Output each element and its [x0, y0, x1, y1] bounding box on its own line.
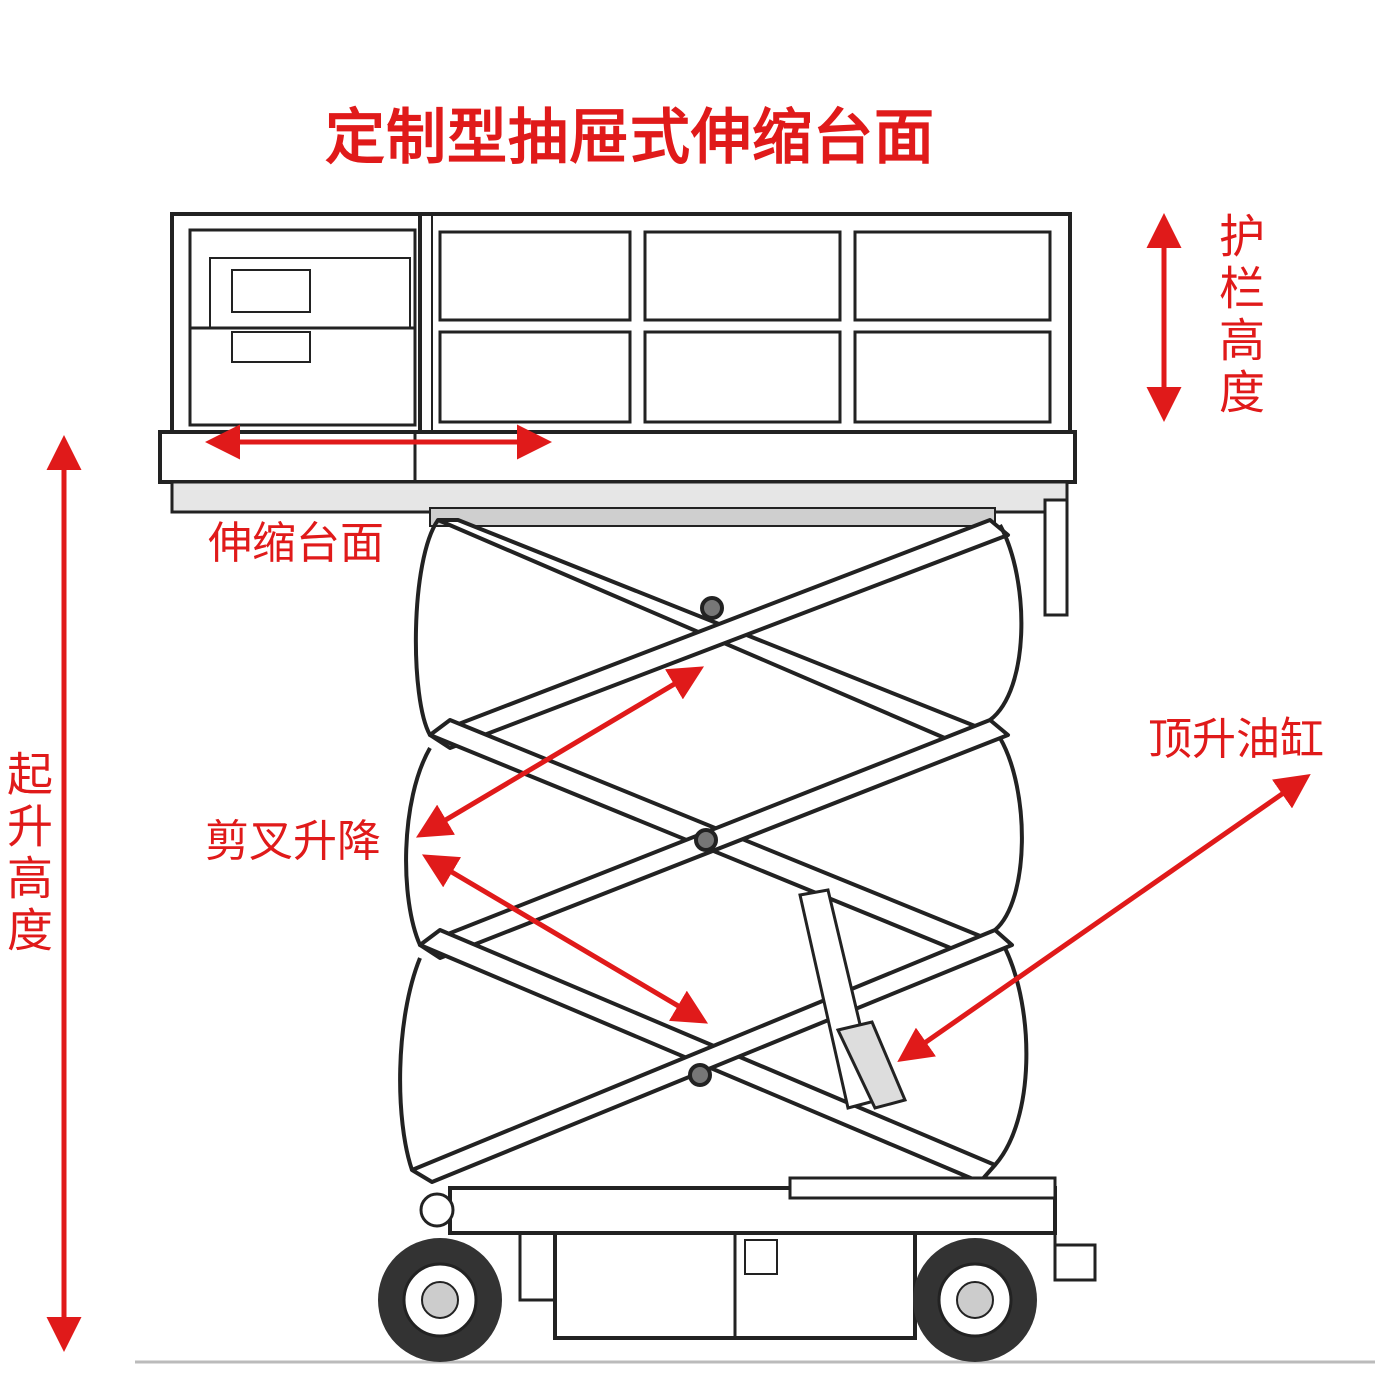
lifting-cylinder-label: 顶升油缸 — [1148, 714, 1324, 765]
guardrail — [170, 212, 1072, 434]
extension-deck-label: 伸缩台面 — [208, 518, 384, 569]
chassis — [419, 1176, 1097, 1340]
scissor-arrow-upper — [415, 666, 705, 838]
rear-wheel — [913, 1238, 1037, 1362]
lifting-height-label: 起升高度 — [0, 750, 54, 958]
scissor-arrow-lower — [421, 854, 709, 1024]
page-title: 定制型抽屉式伸缩台面 — [325, 103, 935, 173]
scissor-arms — [398, 518, 1029, 1184]
guardrail-height-label: 护栏高度 — [1212, 212, 1266, 420]
scissor-lift-label: 剪叉升降 — [205, 816, 381, 867]
hydraulic-cylinder — [798, 888, 908, 1110]
cylinder-arrow — [897, 773, 1311, 1063]
front-wheel — [378, 1238, 502, 1362]
